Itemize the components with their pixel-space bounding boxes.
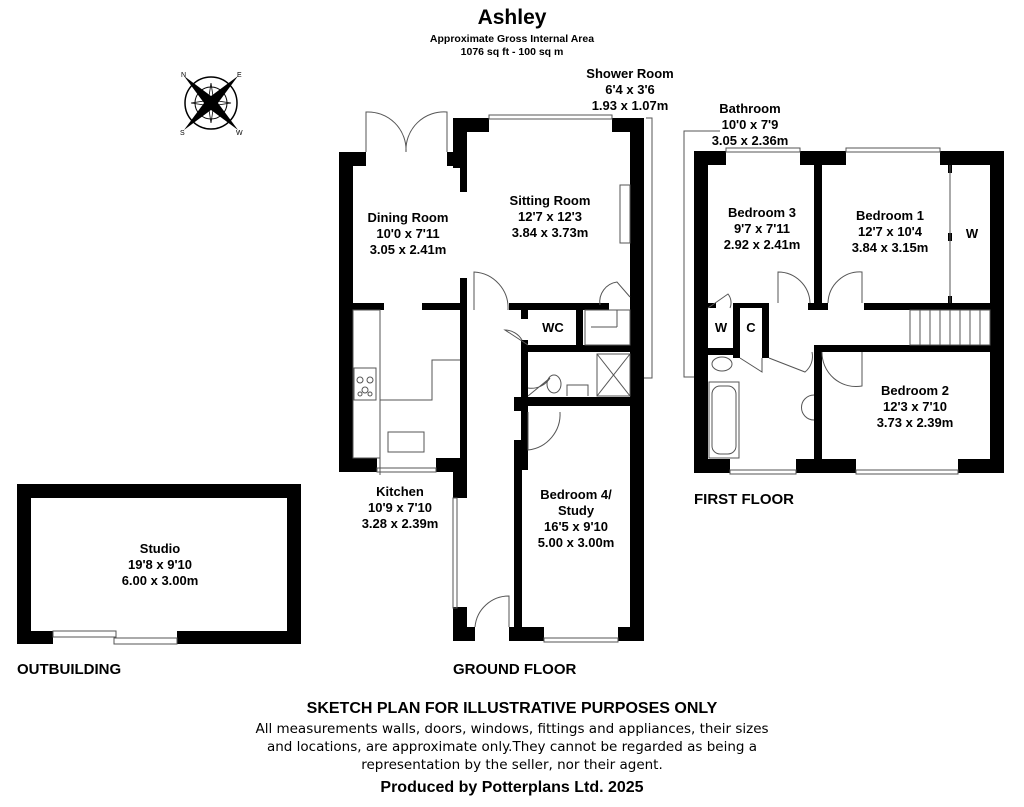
room-name: Bathroom bbox=[719, 101, 781, 116]
floor-label-outbuilding: OUTBUILDING bbox=[17, 661, 122, 678]
room-size-imperial: 9'7 x 7'11 bbox=[733, 221, 791, 236]
room-size-imperial: 6'4 x 3'6 bbox=[605, 82, 655, 97]
disclaimer-heading: SKETCH PLAN FOR ILLUSTRATIVE PURPOSES ON… bbox=[306, 700, 718, 717]
room-name: Bedroom 2 bbox=[881, 383, 949, 398]
plan-subtitle: Approximate Gross Internal Area bbox=[429, 33, 595, 45]
room-label-bedroom-3: Bedroom 3 9'7 x 7'11 2.92 x 2.41m bbox=[712, 205, 812, 253]
room-size-imperial: 16'5 x 9'10 bbox=[543, 519, 609, 534]
room-label-studio: Studio 19'8 x 9'10 6.00 x 3.00m bbox=[100, 541, 220, 589]
room-size-metric: 3.73 x 2.39m bbox=[876, 415, 954, 430]
first-floor-fixtures bbox=[683, 130, 991, 475]
compass-rose-icon: N E S W bbox=[180, 72, 243, 137]
room-label-bedroom-4: Bedroom 4/ Study 16'5 x 9'10 5.00 x 3.00… bbox=[520, 487, 632, 551]
room-name: Bedroom 1 bbox=[856, 208, 924, 223]
room-size-imperial: 10'0 x 7'11 bbox=[376, 226, 440, 241]
room-label-wc: WC bbox=[542, 320, 564, 335]
outbuilding-plan bbox=[17, 484, 301, 644]
room-size-imperial: 12'7 x 12'3 bbox=[517, 209, 583, 224]
room-name: Studio bbox=[139, 541, 181, 556]
room-label-dining-room: Dining Room 10'0 x 7'11 3.05 x 2.41m bbox=[348, 210, 468, 258]
room-size-imperial: 12'3 x 7'10 bbox=[882, 399, 948, 414]
room-size-imperial: 10'0 x 7'9 bbox=[721, 117, 779, 132]
room-label-shower-room: Shower Room 6'4 x 3'6 1.93 x 1.07m bbox=[560, 66, 700, 114]
room-size-metric: 3.05 x 2.41m bbox=[369, 242, 447, 257]
floor-label-first: FIRST FLOOR bbox=[694, 491, 794, 508]
room-label-kitchen: Kitchen 10'9 x 7'10 3.28 x 2.39m bbox=[340, 484, 460, 532]
room-size-metric: 2.92 x 2.41m bbox=[723, 237, 801, 252]
plan-area: 1076 sq ft - 100 sq m bbox=[460, 46, 564, 58]
plan-title: Ashley bbox=[477, 6, 547, 29]
room-size-metric: 3.28 x 2.39m bbox=[361, 516, 439, 531]
first-floor-plan bbox=[694, 151, 1004, 473]
room-label-bathroom: Bathroom 10'0 x 7'9 3.05 x 2.36m bbox=[700, 101, 800, 149]
outbuilding-doors bbox=[52, 630, 178, 645]
room-name: Sitting Room bbox=[509, 193, 591, 208]
svg-text:S: S bbox=[180, 130, 185, 137]
room-label-wardrobe-bedroom-1: W bbox=[965, 226, 979, 241]
room-name-line2: Study bbox=[557, 503, 595, 518]
room-label-sitting-room: Sitting Room 12'7 x 12'3 3.84 x 3.73m bbox=[490, 193, 610, 241]
room-size-metric: 5.00 x 3.00m bbox=[537, 535, 615, 550]
room-size-imperial: 10'9 x 7'10 bbox=[367, 500, 433, 515]
disclaimer-line: representation by the seller, nor their … bbox=[361, 757, 663, 773]
disclaimer-line: and locations, are approximate only.They… bbox=[266, 739, 758, 755]
room-name: Kitchen bbox=[376, 484, 424, 499]
room-size-metric: 1.93 x 1.07m bbox=[591, 98, 669, 113]
disclaimer-line: All measurements walls, doors, windows, … bbox=[255, 721, 769, 737]
room-name: Shower Room bbox=[586, 66, 674, 81]
room-size-metric: 3.84 x 3.15m bbox=[851, 240, 929, 255]
room-label-wardrobe: W bbox=[714, 320, 728, 335]
room-name: Dining Room bbox=[367, 210, 449, 225]
room-label-bedroom-1: Bedroom 1 12'7 x 10'4 3.84 x 3.15m bbox=[835, 208, 945, 256]
room-label-bedroom-2: Bedroom 2 12'3 x 7'10 3.73 x 2.39m bbox=[850, 383, 980, 431]
room-size-metric: 6.00 x 3.00m bbox=[121, 573, 199, 588]
svg-text:W: W bbox=[236, 130, 243, 137]
room-size-imperial: 19'8 x 9'10 bbox=[127, 557, 193, 572]
floor-label-ground: GROUND FLOOR bbox=[453, 661, 577, 678]
svg-text:N: N bbox=[181, 72, 186, 79]
producer-credit: Produced by Potterplans Ltd. 2025 bbox=[380, 779, 644, 796]
ground-floor-fixtures bbox=[352, 111, 653, 643]
room-size-metric: 3.05 x 2.36m bbox=[711, 133, 789, 148]
room-name: Bedroom 3 bbox=[728, 205, 796, 220]
ground-floor-plan bbox=[339, 118, 644, 641]
svg-text:E: E bbox=[237, 72, 242, 79]
room-name: Bedroom 4/ bbox=[540, 487, 612, 502]
room-size-imperial: 12'7 x 10'4 bbox=[857, 224, 923, 239]
room-label-cupboard: C bbox=[746, 320, 756, 335]
disclaimer-body: All measurements walls, doors, windows, … bbox=[0, 720, 1024, 774]
room-size-metric: 3.84 x 3.73m bbox=[511, 225, 589, 240]
